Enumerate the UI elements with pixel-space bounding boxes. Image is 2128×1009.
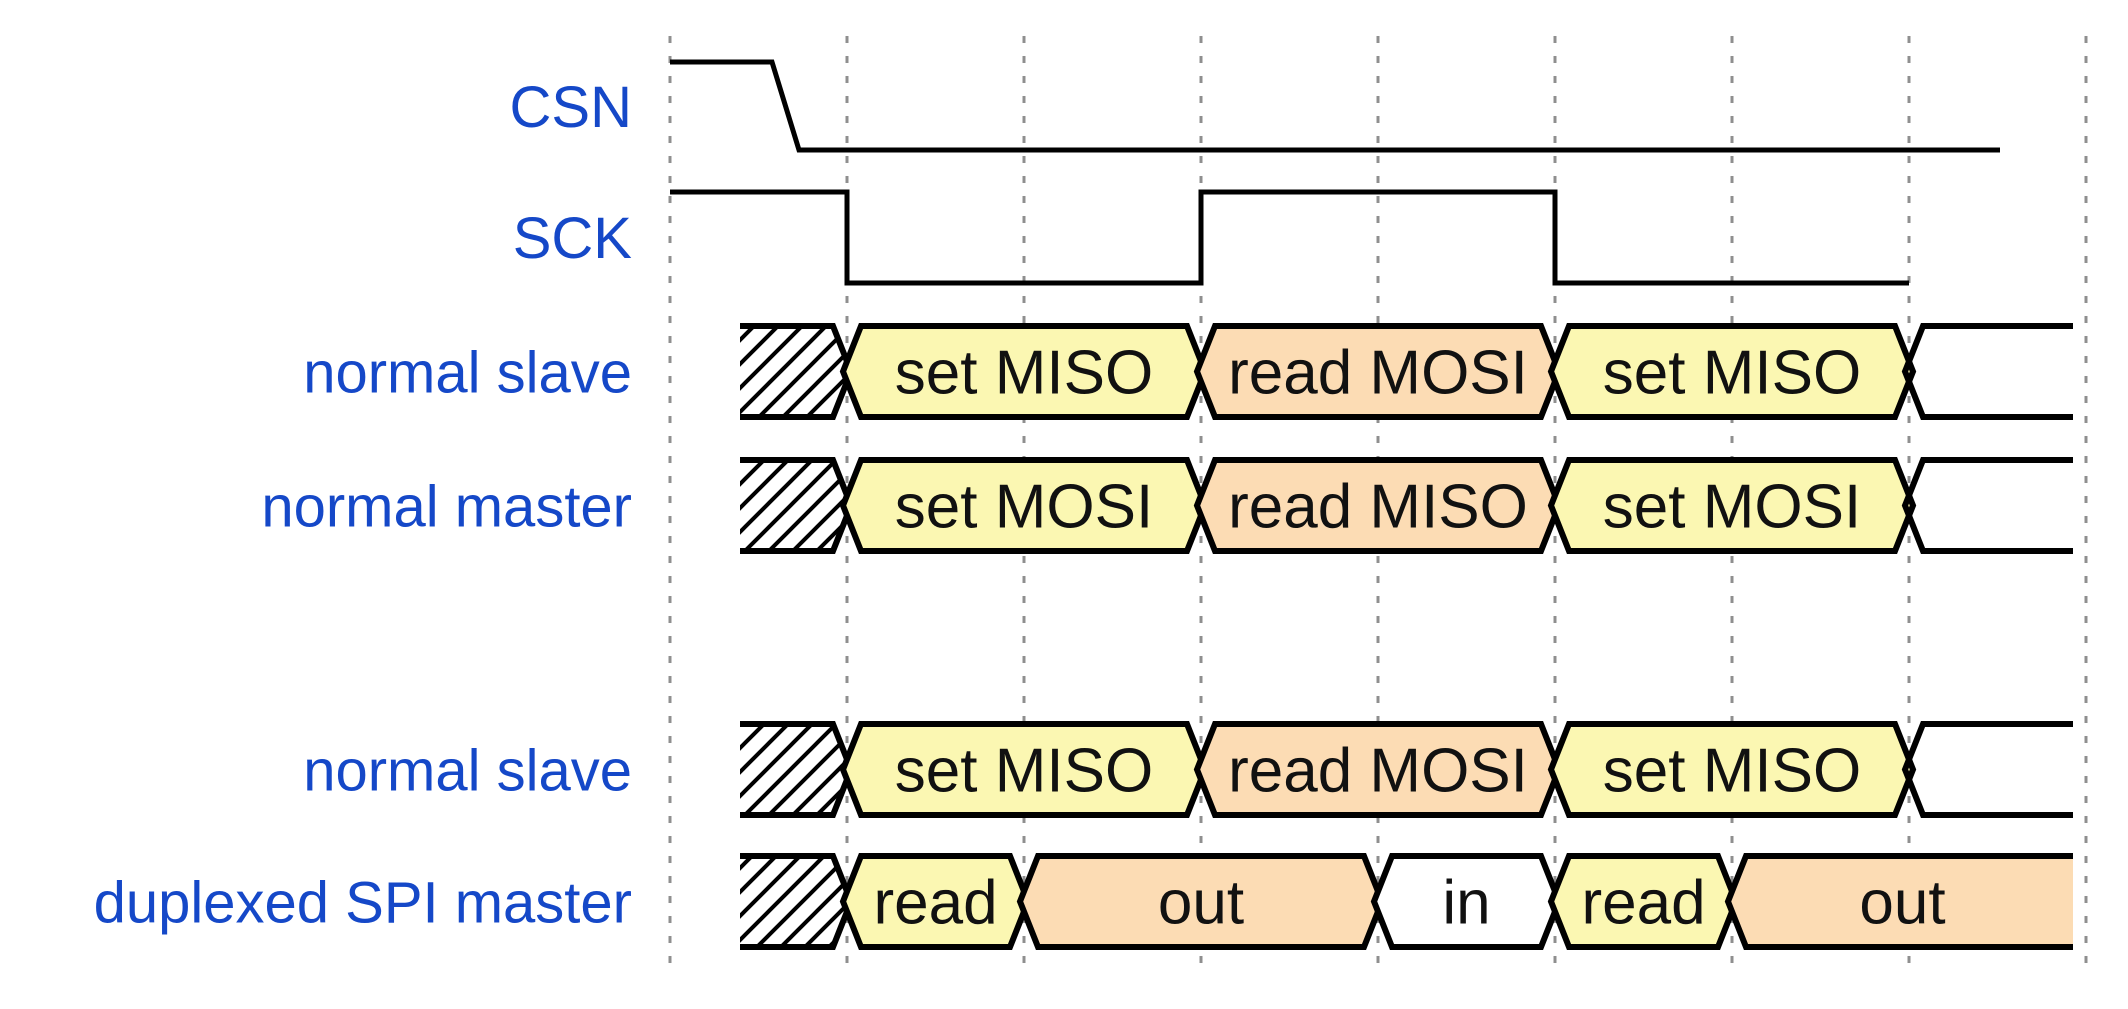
cell-fill (1197, 724, 1559, 815)
cell-outline (1901, 721, 2073, 818)
lane-label: normal slave (303, 340, 632, 405)
cell-label: read MOSI (1228, 737, 1528, 806)
lane-1: normal master set MOSI read MISO set MOSI (261, 457, 2073, 554)
cell-fill (1197, 326, 1559, 417)
csn-signal: CSN (510, 59, 2000, 153)
cell-label: set MOSI (1603, 473, 1861, 542)
cell-label: read (1581, 869, 1705, 938)
cell-label: out (1859, 869, 1945, 938)
cell-outline (1016, 853, 1386, 950)
hatch-cell-fill (740, 724, 851, 815)
cell-outline (1901, 323, 2073, 420)
cell-outline (1547, 457, 1917, 554)
sck-waveform (670, 189, 1909, 286)
cell-fill (843, 460, 1205, 551)
cell-label: read MOSI (1228, 339, 1528, 408)
cell-label: set MISO (895, 737, 1153, 806)
lane-label: normal master (261, 474, 632, 539)
signal-label: CSN (510, 75, 632, 140)
sck-signal: SCK (513, 189, 1909, 286)
cell-outline (1724, 853, 2073, 950)
cell-fill (1551, 856, 1736, 947)
hatch-cell-fill (740, 460, 851, 551)
cell-fill (843, 856, 1028, 947)
cell-outline (1193, 323, 1563, 420)
lane-0: normal slave set MISO read MOSI set MISO (303, 323, 2073, 420)
cell-outline (839, 323, 1209, 420)
cell-label: set MISO (895, 339, 1153, 408)
cell-outline (1547, 853, 1740, 950)
csn-waveform (670, 59, 2000, 153)
hatch-cell-fill (740, 856, 851, 947)
cell-fill (1728, 856, 2073, 947)
cell-outline (1193, 457, 1563, 554)
cell-fill (843, 326, 1205, 417)
cell-label: set MISO (1603, 339, 1861, 408)
cell-outline (1547, 721, 1917, 818)
cell-label: out (1158, 869, 1244, 938)
cell-fill (1374, 856, 1559, 947)
cell-label: set MISO (1603, 737, 1861, 806)
cell-outline (1193, 721, 1563, 818)
cell-fill (1197, 460, 1559, 551)
cell-fill (1551, 460, 1913, 551)
lane-label: duplexed SPI master (94, 870, 632, 935)
cell-outline (1370, 853, 1563, 950)
cell-outline (839, 457, 1209, 554)
cell-fill (1551, 724, 1913, 815)
cell-label: read (873, 869, 997, 938)
cell-outline (839, 721, 1209, 818)
cell-label: in (1442, 869, 1490, 938)
cell-fill (1551, 326, 1913, 417)
lane-3: duplexed SPI master read out in read out (94, 853, 2073, 950)
cell-label: set MOSI (895, 473, 1153, 542)
cell-outline (1901, 457, 2073, 554)
signal-label: SCK (513, 206, 633, 271)
cell-outline (839, 853, 1032, 950)
cell-fill (1020, 856, 1382, 947)
cell-fill (843, 724, 1205, 815)
hatch-cell-fill (740, 326, 851, 417)
cell-outline (1547, 323, 1917, 420)
lane-label: normal slave (303, 738, 632, 803)
lane-2: normal slave set MISO read MOSI set MISO (303, 721, 2073, 818)
cell-label: read MISO (1228, 473, 1528, 542)
